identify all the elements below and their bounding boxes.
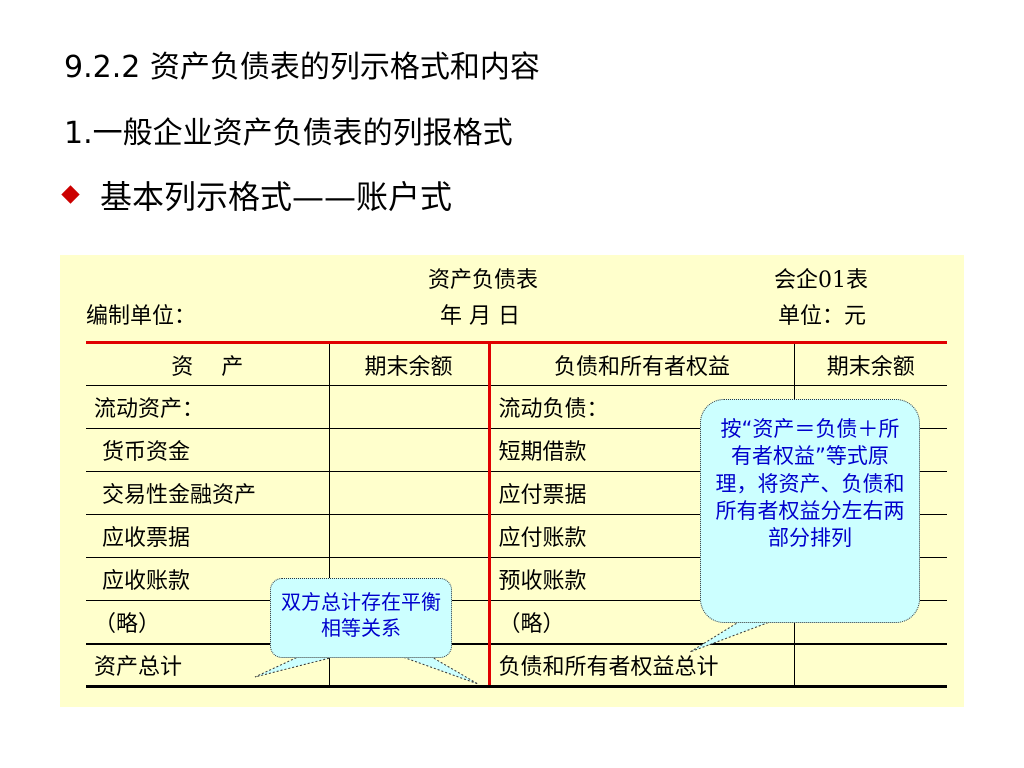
liabilities-total-cell: 负债和所有者权益总计	[488, 642, 795, 688]
liabilities-total-balance-cell	[793, 642, 947, 688]
section-heading: 9.2.2 资产负债表的列示格式和内容	[64, 50, 540, 85]
left-callout-pointer-left	[254, 655, 331, 678]
table-header-row: 资 产 期末余额 负债和所有者权益 期末余额	[86, 341, 947, 386]
table-row: 应收票据 应付账款	[86, 514, 947, 558]
unit-label: 单位：元	[778, 304, 867, 329]
asset-balance-cell	[328, 471, 491, 515]
bullet-heading: 基本列示格式——账户式	[100, 178, 453, 216]
asset-cell: 流动资产：	[86, 385, 330, 429]
asset-cell: 应收票据	[86, 514, 330, 558]
header-asset-balance: 期末余额	[328, 341, 491, 386]
date-label: 年 月 日	[440, 304, 520, 329]
prepared-by-label: 编制单位：	[86, 304, 197, 329]
asset-cell: 货币资金	[86, 428, 330, 472]
equation-callout: 按“资产＝负债＋所有者权益”等式原理，将资产、负债和所有者权益分左右两部分排列	[700, 399, 920, 623]
subsection-heading: 1.一般企业资产负债表的列报格式	[64, 116, 513, 151]
header-liabilities: 负债和所有者权益	[488, 341, 795, 386]
left-callout-pointer-right	[399, 655, 479, 685]
form-code: 会企01表	[774, 268, 868, 293]
header-assets: 资 产	[86, 341, 330, 386]
form-title: 资产负债表	[428, 268, 539, 293]
right-callout-pointer	[689, 614, 777, 653]
asset-balance-cell	[328, 428, 491, 472]
balance-callout: 双方总计存在平衡相等关系	[270, 578, 452, 658]
asset-cell: 交易性金融资产	[86, 471, 330, 515]
